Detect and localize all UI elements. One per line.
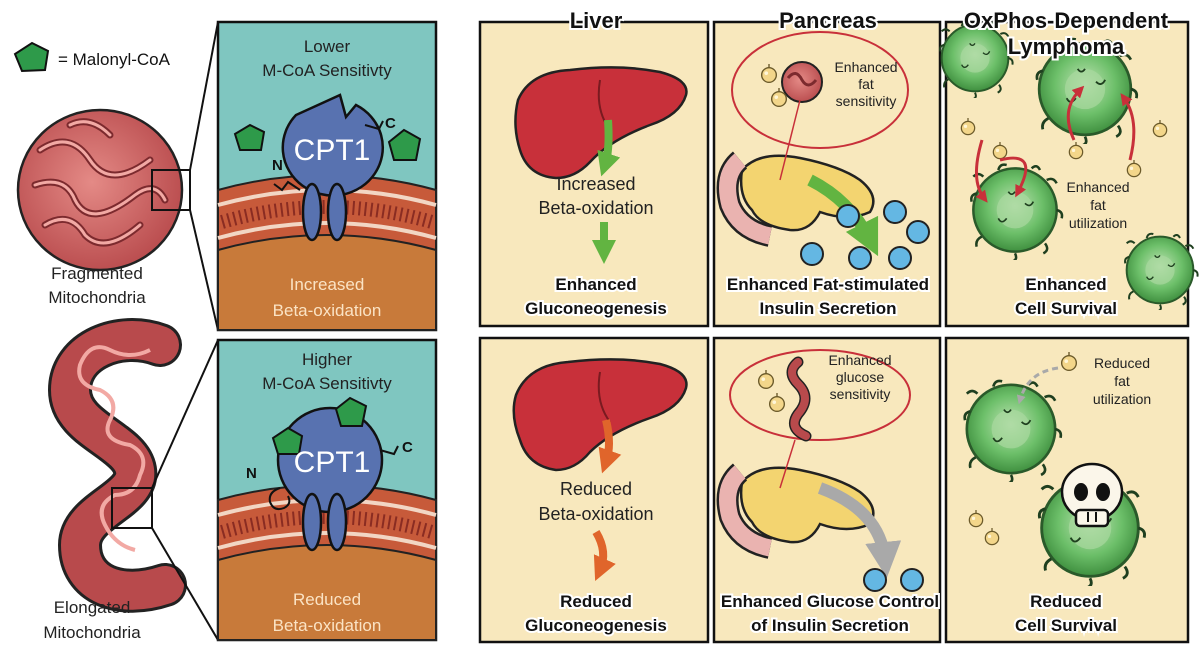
pancreas-top-illustration: [716, 31, 930, 270]
sensitivity-bubble: [729, 349, 911, 441]
fragmented-mitochondrion: [16, 21, 219, 331]
zoom-panel-top: [216, 20, 438, 332]
zoom-bottom-title-1: Higher: [302, 350, 352, 369]
sensitivity-bubble: [731, 31, 909, 149]
pancreas-top-bubble-3: sensitivity: [836, 93, 897, 109]
liver-top-result-1: Enhanced: [555, 275, 636, 294]
legend-label: = Malonyl-CoA: [58, 50, 171, 69]
insulin-granules: [863, 568, 924, 592]
lymphoma-top-result-1: Enhanced: [1025, 275, 1106, 294]
zoom-bottom-result-1: Reduced: [293, 590, 361, 609]
malonyl-coa-icon: [13, 41, 50, 73]
zoom-panel-bottom: [216, 338, 438, 642]
liver-top-mid-2: Beta-oxidation: [538, 198, 653, 218]
lymphoma-bottom-illustration: [963, 352, 1146, 586]
lymphoma-top-illustration: [939, 20, 1199, 310]
zoom-box-top: [151, 169, 191, 211]
pancreas-top-bubble-2: fat: [858, 76, 874, 92]
zoom-bottom-result-2: Beta-oxidation: [273, 616, 382, 635]
pancreas-bottom-bubble-3: sensitivity: [830, 386, 891, 402]
column-header-liver: Liver: [570, 8, 623, 33]
cpt1-label-bottom: CPT1: [294, 446, 371, 479]
column-header-lymphoma-2: Lymphoma: [1008, 34, 1125, 59]
elongated-caption-2: Mitochondria: [43, 623, 141, 642]
liver-top-mid-1: Increased: [556, 174, 635, 194]
pancreas-top-result-2: Insulin Secretion: [760, 299, 897, 318]
column-header-pancreas: Pancreas: [779, 8, 877, 33]
liver-bottom-mid-1: Reduced: [560, 479, 632, 499]
pancreas-top-bubble-1: Enhanced: [834, 59, 897, 75]
zoom-top-title-1: Lower: [304, 37, 351, 56]
liver-bottom-illustration: [512, 358, 688, 581]
lymphoma-top-result-2: Cell Survival: [1015, 299, 1117, 318]
pancreas-bottom-result-2: of Insulin Secretion: [751, 616, 909, 635]
liver-bottom-result-2: Gluconeogenesis: [525, 616, 667, 635]
lymphoma-bottom-note-2: fat: [1114, 373, 1130, 389]
legend: = Malonyl-CoA: [13, 41, 171, 73]
liver-bottom-mid-2: Beta-oxidation: [538, 504, 653, 524]
lymphoma-top-note-3: utilization: [1069, 215, 1127, 231]
malonyl-coa-icon: [334, 396, 368, 427]
column-header-lymphoma-1: OxPhos-Dependent: [964, 8, 1169, 33]
lymphoma-top-note-1: Enhanced: [1066, 179, 1129, 195]
liver-icon: [512, 358, 688, 472]
zoom-bottom-title-2: M-CoA Sensitivty: [262, 374, 392, 393]
liver-bottom-result-1: Reduced: [560, 592, 632, 611]
lymphoma-bottom-note-1: Reduced: [1094, 355, 1150, 371]
elongated-caption-1: Elongated: [54, 598, 131, 617]
liver-top-illustration: [514, 66, 688, 264]
pancreas-bottom-bubble-2: glucose: [836, 369, 884, 385]
malonyl-coa-icon: [233, 123, 266, 151]
pancreas-icon: [739, 466, 875, 544]
fragmented-caption-1: Fragmented: [51, 264, 143, 283]
fragmented-caption-2: Mitochondria: [48, 288, 146, 307]
cpt1-label-top: CPT1: [294, 134, 371, 167]
skull-icon: [1060, 462, 1124, 528]
lymphoma-bottom-result-1: Reduced: [1030, 592, 1102, 611]
lymphoma-bottom-result-2: Cell Survival: [1015, 616, 1117, 635]
n-terminus-top: N: [272, 157, 283, 174]
zoom-top-result-1: Increased: [290, 275, 365, 294]
pancreas-bottom-result-1: Enhanced Glucose Control: [721, 592, 939, 611]
n-terminus-bottom: N: [246, 465, 257, 482]
malonyl-coa-icon: [271, 426, 304, 455]
cpt1-protein: [281, 93, 384, 197]
zoom-top-result-2: Beta-oxidation: [273, 301, 382, 320]
pancreas-bottom-illustration: [716, 349, 924, 592]
lymphoma-top-note-2: fat: [1090, 197, 1106, 213]
elongated-mitochondrion: [47, 318, 219, 641]
zoom-box-bottom: [111, 487, 153, 529]
malonyl-coa-icon: [387, 128, 422, 161]
c-terminus-top: C: [385, 115, 396, 132]
pancreas-top-result-1: Enhanced Fat-stimulated: [727, 275, 929, 294]
c-terminus-bottom: C: [402, 439, 413, 456]
liver-icon: [514, 66, 688, 180]
pancreas-bottom-bubble-1: Enhanced: [828, 352, 891, 368]
lymphoma-bottom-note-3: utilization: [1093, 391, 1151, 407]
liver-top-result-2: Gluconeogenesis: [525, 299, 667, 318]
insulin-granules: [800, 200, 930, 270]
zoom-top-title-2: M-CoA Sensitivty: [262, 61, 392, 80]
